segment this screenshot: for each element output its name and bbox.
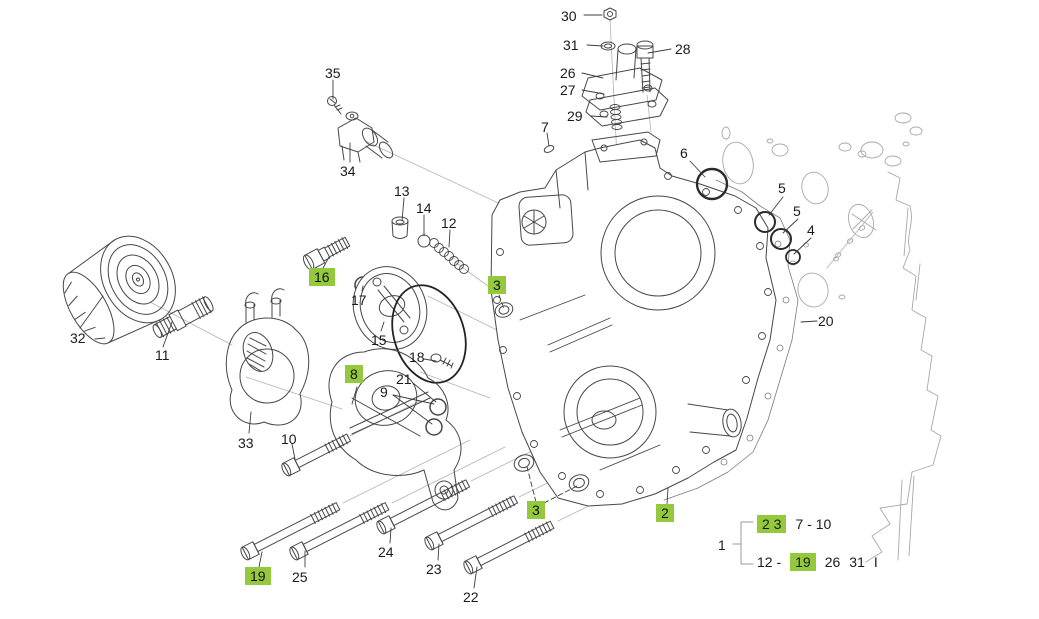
callout-4: 4	[807, 222, 815, 238]
oring-5-upper	[754, 211, 776, 233]
callout-30: 30	[561, 8, 577, 24]
cover-oring	[391, 284, 467, 384]
callout-8-highlighted[interactable]: 8	[345, 365, 363, 384]
filter-stud-art	[152, 296, 214, 338]
sensor-art	[327, 96, 394, 163]
oring-4	[785, 249, 801, 265]
legend-parts-2-3[interactable]: 2 3	[757, 515, 787, 533]
bolt-28	[636, 40, 654, 93]
callout-19-highlighted[interactable]: 19	[245, 567, 271, 586]
legend-row-1: 2 3 7 - 10	[757, 515, 840, 533]
callout-6: 6	[680, 145, 688, 161]
bolt-25	[289, 502, 390, 561]
bolts-art	[240, 433, 555, 575]
callout-3-lower-highlighted[interactable]: 3	[527, 501, 545, 520]
callout-9: 9	[380, 384, 388, 400]
pump-cover-art	[352, 266, 467, 384]
plug-7-art	[543, 145, 555, 153]
case-orings-art	[695, 167, 801, 265]
timing-case-art	[490, 131, 777, 507]
spring-12	[429, 238, 469, 274]
legend-part-19[interactable]: 19	[790, 553, 816, 571]
callout-22: 22	[463, 589, 479, 605]
plate-26	[581, 67, 663, 111]
callout-16-highlighted[interactable]: 16	[309, 268, 335, 287]
callout-32: 32	[70, 330, 86, 346]
legend-end-mark: I	[873, 554, 878, 570]
callout-23: 23	[426, 561, 442, 577]
callout-27: 27	[560, 82, 576, 98]
oil-cooler-art	[225, 288, 310, 426]
oring-9-lower	[425, 418, 443, 436]
callout-14: 14	[416, 200, 432, 216]
callout-18: 18	[409, 349, 425, 365]
callout-34: 34	[340, 163, 356, 179]
bolt-24	[376, 479, 471, 535]
callout-17: 17	[351, 292, 367, 308]
legend-part-26: 26	[824, 554, 841, 570]
callout-26: 26	[560, 65, 576, 81]
bolt-23	[424, 495, 519, 551]
plug-16	[302, 236, 351, 271]
engine-block-art	[721, 112, 942, 563]
oil-pump-art	[328, 348, 462, 511]
callout-11: 11	[155, 347, 170, 363]
spring-29	[609, 104, 623, 130]
callout-5-lower: 5	[793, 203, 801, 219]
callout-24: 24	[378, 544, 394, 560]
oring-5-lower	[770, 228, 792, 250]
callout-15: 15	[371, 332, 387, 348]
callout-28: 28	[675, 41, 691, 57]
oring-6	[695, 167, 729, 201]
plug-3-art	[494, 302, 590, 492]
gasket-art	[663, 179, 799, 501]
callout-21: 21	[396, 371, 412, 387]
legend-parts-12-range: 12 -	[757, 554, 782, 570]
bolt-19	[240, 502, 341, 561]
plate-27	[585, 87, 669, 127]
legend-part-31: 31	[849, 554, 865, 570]
bushing-13	[391, 216, 409, 239]
bolt-10	[281, 433, 351, 477]
leader-lines	[79, 14, 818, 589]
callout-12: 12	[441, 215, 457, 231]
legend-row-2: 12 - 19 26 31 I	[757, 553, 887, 571]
callout-7: 7	[541, 119, 549, 135]
legend-parts-7-10: 7 - 10	[795, 516, 832, 532]
callout-3-case-highlighted[interactable]: 3	[488, 276, 506, 295]
callout-10: 10	[281, 431, 297, 447]
oring-9-upper	[429, 398, 447, 416]
legend-bracket	[732, 521, 754, 565]
ball-14	[417, 234, 431, 248]
callout-35: 35	[325, 65, 341, 81]
callout-2-highlighted[interactable]: 2	[656, 504, 674, 523]
callout-25: 25	[292, 569, 308, 585]
callout-1-group: 1	[718, 537, 726, 553]
sensor-body	[337, 117, 375, 153]
bolt-22	[463, 520, 555, 575]
callout-33: 33	[238, 435, 254, 451]
screw-18	[430, 353, 454, 369]
screw-35	[327, 96, 337, 106]
callout-13: 13	[394, 183, 410, 199]
callout-29: 29	[567, 108, 583, 124]
callout-20: 20	[818, 313, 834, 329]
bracket-assembly-art	[581, 7, 669, 130]
callout-5-upper: 5	[778, 180, 786, 196]
dashed-leaders	[498, 294, 578, 504]
nut-30	[603, 7, 617, 21]
callout-31: 31	[563, 37, 579, 53]
